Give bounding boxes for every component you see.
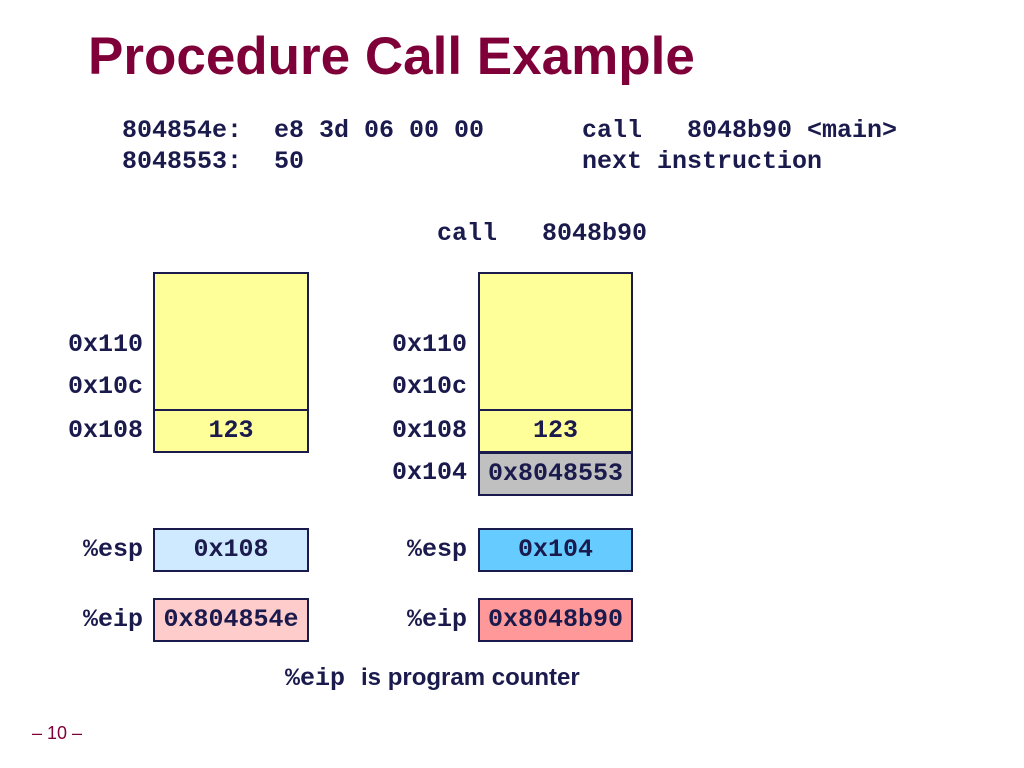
stack-address-label: 0x108 bbox=[391, 416, 467, 445]
page-number: – 10 – bbox=[32, 723, 83, 743]
stack-region bbox=[478, 272, 633, 411]
stack-address-label: 0x10c bbox=[67, 372, 143, 401]
stack-address-label: 0x104 bbox=[391, 458, 467, 487]
code-address: 8048553: bbox=[122, 147, 243, 176]
caption-text: is program counter bbox=[361, 664, 580, 691]
caption: %eip is program counter bbox=[285, 663, 580, 693]
stack-cell: 123 bbox=[153, 409, 309, 453]
code-bytes: e8 3d 06 00 00 bbox=[274, 116, 485, 145]
stack-address-label: 0x108 bbox=[67, 416, 143, 445]
code-instruction: next instruction bbox=[582, 147, 823, 176]
stack-address-label: 0x10c bbox=[391, 372, 467, 401]
step-label: call 8048b90 bbox=[437, 219, 648, 248]
stack-address-label: 0x110 bbox=[67, 330, 143, 359]
code-address: 804854e: bbox=[122, 116, 243, 145]
eip-register-value: 0x804854e bbox=[153, 598, 309, 642]
eip-register-label: %eip bbox=[406, 605, 467, 634]
eip-register-label: %eip bbox=[82, 605, 143, 634]
eip-register-value: 0x8048b90 bbox=[478, 598, 633, 642]
code-instruction: call 8048b90 <main> bbox=[582, 116, 898, 145]
esp-register-value: 0x104 bbox=[478, 528, 633, 572]
code-bytes: 50 bbox=[274, 147, 305, 176]
esp-register-label: %esp bbox=[406, 535, 467, 564]
stack-region bbox=[153, 272, 309, 411]
caption-register: %eip bbox=[285, 664, 346, 693]
slide-title: Procedure Call Example bbox=[88, 27, 695, 86]
esp-register-value: 0x108 bbox=[153, 528, 309, 572]
stack-cell: 123 bbox=[478, 409, 633, 453]
return-address-cell: 0x8048553 bbox=[478, 452, 633, 496]
stack-address-label: 0x110 bbox=[391, 330, 467, 359]
esp-register-label: %esp bbox=[82, 535, 143, 564]
